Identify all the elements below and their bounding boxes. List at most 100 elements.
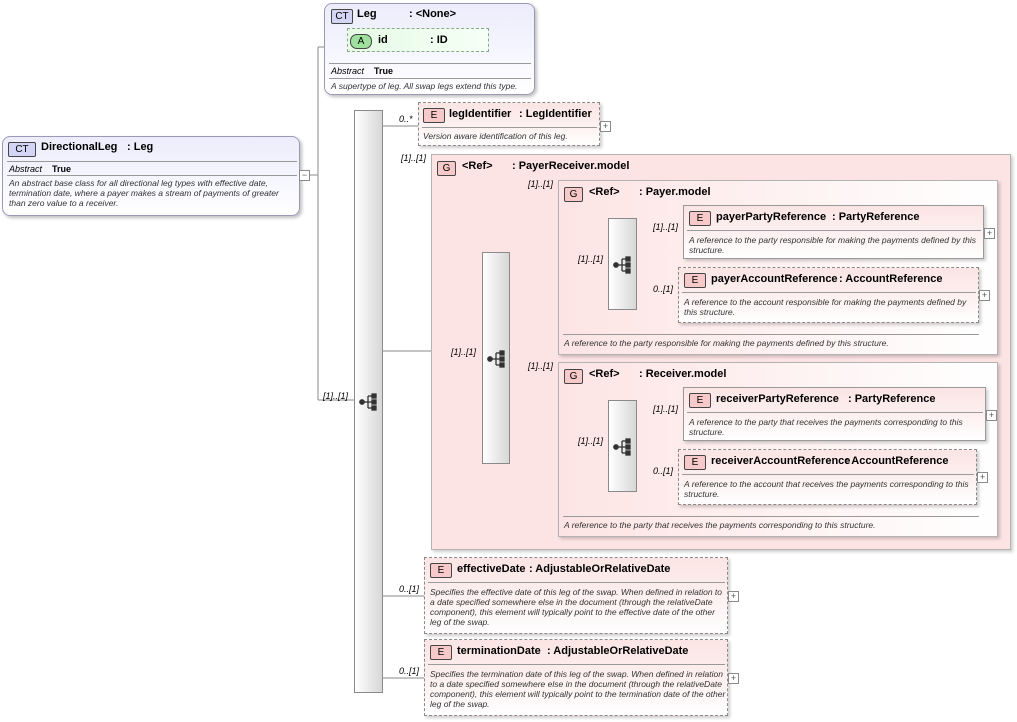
- group-name: : Payer.model: [639, 186, 711, 198]
- element-description: A reference to the account responsible f…: [684, 297, 967, 317]
- attribute-name: id: [378, 34, 388, 46]
- leg-identifier-element[interactable]: E legIdentifier : LegIdentifier Version …: [418, 102, 600, 146]
- leg-description: A supertype of leg. All swap legs extend…: [331, 81, 518, 91]
- element-badge: E: [423, 108, 445, 123]
- element-description: Version aware identification of this leg…: [423, 131, 568, 141]
- divider: [563, 334, 979, 335]
- divider: [682, 474, 974, 475]
- id-attribute[interactable]: A id : ID: [347, 28, 489, 52]
- directional-leg-description: An abstract base class for all direction…: [9, 178, 279, 208]
- element-name: receiverPartyReference: [716, 393, 839, 405]
- payer-receiver-seq-cardinality: [1]..[1]: [451, 347, 477, 357]
- sequence-icon: [359, 393, 377, 411]
- payer-seq-cardinality: [1]..[1]: [578, 254, 604, 264]
- divider: [687, 412, 983, 413]
- divider: [428, 664, 725, 665]
- group-badge: G: [437, 161, 456, 176]
- collapse-icon[interactable]: −: [299, 170, 310, 181]
- element-badge: E: [684, 273, 706, 288]
- expand-icon[interactable]: +: [986, 410, 997, 421]
- payer-party-reference-element[interactable]: E payerPartyReference : PartyReference A…: [683, 205, 984, 259]
- payer-sequence[interactable]: [608, 218, 637, 310]
- payer-model-cardinality: [1]..[1]: [528, 179, 554, 189]
- divider: [687, 230, 981, 231]
- element-badge: E: [689, 393, 711, 408]
- element-description: A reference to the party that receives t…: [689, 417, 963, 437]
- termination-date-cardinality: 0..[1]: [399, 666, 420, 676]
- group-name: : Receiver.model: [639, 368, 727, 380]
- leg-name: Leg: [357, 8, 377, 20]
- group-badge: G: [564, 187, 583, 202]
- element-type: : PartyReference: [848, 393, 936, 405]
- element-name: payerPartyReference: [716, 211, 827, 223]
- attribute-badge: A: [350, 34, 372, 49]
- element-description: Specifies the effective date of this leg…: [430, 587, 723, 627]
- element-badge: E: [684, 455, 706, 470]
- directional-leg-type: : Leg: [127, 141, 154, 153]
- termination-date-element[interactable]: E terminationDate : AdjustableOrRelative…: [424, 639, 728, 716]
- receiver-party-cardinality: [1]..[1]: [653, 404, 679, 414]
- element-type: : AdjustableOrRelativeDate: [529, 563, 671, 575]
- expand-icon[interactable]: +: [728, 673, 739, 684]
- complex-type-badge: CT: [331, 9, 353, 24]
- payer-receiver-sequence[interactable]: [482, 252, 510, 464]
- divider: [329, 78, 531, 79]
- element-description: A reference to the party responsible for…: [689, 235, 976, 255]
- leg-type: : <None>: [409, 8, 457, 20]
- expand-icon[interactable]: +: [979, 290, 990, 301]
- element-type: : AdjustableOrRelativeDate: [547, 645, 689, 657]
- element-type: : LegIdentifier: [519, 108, 592, 120]
- effective-date-element[interactable]: E effectiveDate : AdjustableOrRelativeDa…: [424, 557, 728, 634]
- sequence-icon: [613, 256, 631, 274]
- divider: [563, 516, 979, 517]
- element-name: effectiveDate: [457, 563, 526, 575]
- complex-type-badge: CT: [8, 142, 36, 157]
- element-name: terminationDate: [457, 645, 541, 657]
- receiver-sequence[interactable]: [608, 400, 637, 492]
- group-ref: <Ref>: [589, 186, 620, 198]
- element-type: : AccountReference: [839, 273, 943, 285]
- element-description: A reference to the account that receives…: [684, 479, 969, 499]
- divider: [7, 175, 297, 176]
- payer-party-cardinality: [1]..[1]: [653, 222, 679, 232]
- expand-icon[interactable]: +: [728, 591, 739, 602]
- element-badge: E: [689, 211, 711, 226]
- payer-account-reference-element[interactable]: E payerAccountReference : AccountReferen…: [678, 267, 979, 323]
- effective-date-cardinality: 0..[1]: [399, 584, 420, 594]
- main-sequence-compositor[interactable]: [354, 110, 383, 693]
- payer-account-cardinality: 0..[1]: [653, 284, 674, 294]
- receiver-party-reference-element[interactable]: E receiverPartyReference : PartyReferenc…: [683, 387, 986, 441]
- directional-leg-name: DirectionalLeg: [41, 141, 118, 153]
- element-type: : PartyReference: [832, 211, 920, 223]
- expand-icon[interactable]: +: [977, 472, 988, 483]
- element-name: legIdentifier: [449, 108, 512, 120]
- group-name: : PayerReceiver.model: [512, 160, 630, 172]
- receiver-model-cardinality: [1]..[1]: [528, 361, 554, 371]
- receiver-seq-cardinality: [1]..[1]: [578, 436, 604, 446]
- leg-identifier-cardinality: 0..*: [399, 114, 413, 124]
- sequence-icon: [487, 350, 505, 368]
- element-type: : AccountReference: [845, 455, 949, 467]
- divider: [682, 292, 976, 293]
- receiver-account-cardinality: 0..[1]: [653, 466, 674, 476]
- group-ref: <Ref>: [589, 368, 620, 380]
- sequence-icon: [613, 438, 631, 456]
- attribute-type: : ID: [430, 34, 448, 46]
- group-description: A reference to the party responsible for…: [564, 338, 889, 348]
- divider: [422, 127, 597, 128]
- element-badge: E: [430, 645, 452, 660]
- expand-icon[interactable]: +: [600, 121, 611, 132]
- divider: [7, 161, 297, 162]
- divider: [428, 582, 725, 583]
- element-badge: E: [430, 563, 452, 578]
- element-description: Specifies the termination date of this l…: [430, 669, 726, 709]
- receiver-account-reference-element[interactable]: E receiverAccountReference : AccountRefe…: [678, 449, 977, 505]
- expand-icon[interactable]: +: [984, 228, 995, 239]
- directional-leg-cardinality: [1]..[1]: [323, 391, 349, 401]
- group-ref: <Ref>: [462, 160, 493, 172]
- group-badge: G: [564, 369, 583, 384]
- divider: [329, 63, 531, 64]
